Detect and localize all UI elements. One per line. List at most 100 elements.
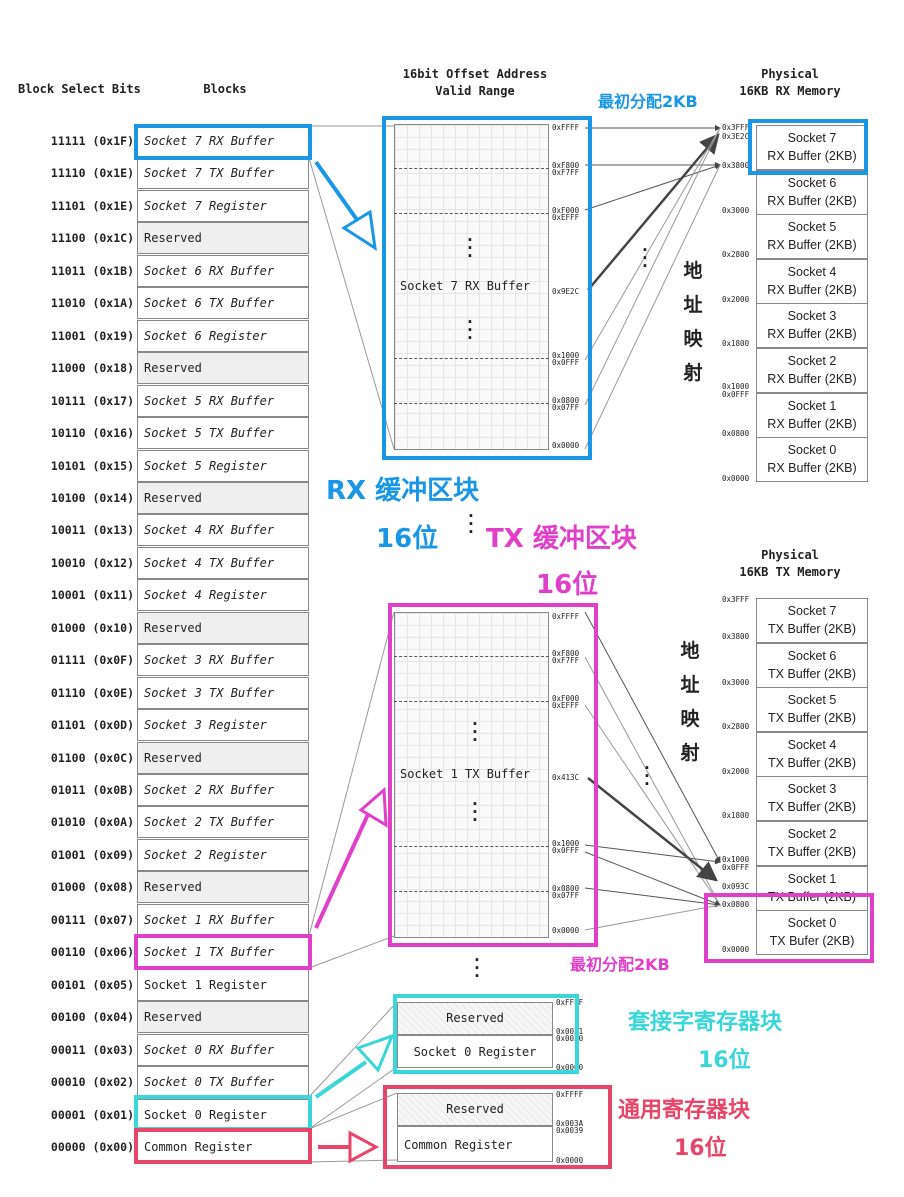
block-select-bits: 00101 (0x05) bbox=[50, 978, 134, 992]
block-cell: Socket 4 TX Buffer bbox=[137, 547, 309, 579]
tx_memory-block: Socket 2 TX Buffer (2KB) bbox=[756, 821, 868, 866]
block-cell: Socket 2 TX Buffer bbox=[137, 806, 309, 838]
block-select-bits: 11110 (0x1E) bbox=[50, 166, 134, 180]
block-cell: Socket 3 RX Buffer bbox=[137, 644, 309, 676]
rx-block-label: RX 缓冲区块 bbox=[326, 476, 480, 506]
common-reg-addr-0039: 0x0039 bbox=[556, 1126, 584, 1135]
tx_memory-block-line1: Socket 4 bbox=[787, 738, 837, 752]
mid-ellipsis-2: ··· bbox=[472, 950, 482, 985]
highlight-socket1-tx bbox=[134, 934, 312, 970]
block-cell: Socket 7 Register bbox=[137, 190, 309, 222]
block-cell: Socket 3 TX Buffer bbox=[137, 677, 309, 709]
block-cell: Reserved bbox=[137, 871, 309, 903]
rx_memory-address: 0x3000 bbox=[722, 206, 750, 215]
rx-offset-region bbox=[394, 124, 549, 450]
block-select-bits: 11010 (0x1A) bbox=[50, 296, 134, 310]
tx_memory-block-line1: Socket 2 bbox=[787, 827, 837, 841]
tx-addr-f7ff: 0xF7FF bbox=[552, 656, 580, 665]
rx-16bit-label: 16位 bbox=[376, 524, 439, 554]
tx-addr-0fff: 0x0FFF bbox=[552, 846, 580, 855]
block-select-bits: 00011 (0x03) bbox=[50, 1043, 134, 1057]
rx_memory-block-line2: RX Buffer (2KB) bbox=[767, 461, 857, 475]
socket-reg-reserved: Reserved bbox=[397, 1002, 553, 1035]
tx_memory-block-line1: Socket 6 bbox=[787, 649, 837, 663]
rx-addr-0000: 0x0000 bbox=[552, 441, 580, 450]
block-cell: Socket 7 RX Buffer bbox=[137, 125, 309, 157]
rx-addr-f800: 0xF800 bbox=[552, 161, 580, 170]
tx_memory-block-line1: Socket 5 bbox=[787, 693, 837, 707]
header-rx-physical-line2: 16KB RX Memory bbox=[739, 84, 841, 98]
rx_memory-block-line2: RX Buffer (2KB) bbox=[767, 238, 857, 252]
common-reg-reserved: Reserved bbox=[397, 1093, 553, 1126]
block-cell: Socket 1 Register bbox=[137, 969, 309, 1001]
highlight-tx-offset bbox=[388, 603, 598, 947]
tx-addr-pointer: 0x413C bbox=[552, 773, 580, 782]
block-cell: Socket 7 TX Buffer bbox=[137, 157, 309, 189]
common-reg-reserved-label: Reserved bbox=[446, 1102, 504, 1116]
block-select-bits: 11011 (0x1B) bbox=[50, 264, 134, 278]
rx-addr-0800: 0x0800 bbox=[552, 396, 580, 405]
tx_memory-block-line1: Socket 3 bbox=[787, 782, 837, 796]
rx-map-char-4: 射 bbox=[683, 362, 703, 384]
rx_memory-block-line1: Socket 5 bbox=[787, 220, 837, 234]
tx-divider-1000 bbox=[394, 846, 549, 847]
rx-map-char-3: 映 bbox=[683, 328, 703, 350]
tx-divider-f000 bbox=[394, 701, 549, 702]
tx_memory-block-line2: TX Buffer (2KB) bbox=[768, 845, 856, 859]
tx_memory-address: 0x3800 bbox=[722, 632, 750, 641]
tx-offset-label: Socket 1 TX Buffer bbox=[400, 767, 531, 781]
rx_memory-block-line2: RX Buffer (2KB) bbox=[767, 283, 857, 297]
rx-addr-f7ff: 0xF7FF bbox=[552, 168, 580, 177]
highlight-common-reg bbox=[134, 1128, 312, 1164]
block-cell: Reserved bbox=[137, 742, 309, 774]
tx-map-char-1: 地 bbox=[680, 640, 700, 662]
rx-map-ellipsis: ··· bbox=[640, 240, 650, 275]
block-cell: Socket 0 TX Buffer bbox=[137, 1066, 309, 1098]
tx_memory-block-line2: TX Buffer (2KB) bbox=[768, 667, 856, 681]
tx-addr-0800: 0x0800 bbox=[552, 884, 580, 893]
block-select-bits: 10111 (0x17) bbox=[50, 394, 134, 408]
block-cell: Socket 5 RX Buffer bbox=[137, 385, 309, 417]
block-cell: Socket 6 RX Buffer bbox=[137, 255, 309, 287]
socket-reg-register-label: Socket 0 Register bbox=[413, 1045, 537, 1059]
block-select-bits: 00100 (0x04) bbox=[50, 1010, 134, 1024]
rx_memory-block-line1: Socket 3 bbox=[787, 309, 837, 323]
rx_memory-block-line2: RX Buffer (2KB) bbox=[767, 327, 857, 341]
socket-reg-16bit-label: 16位 bbox=[698, 1048, 751, 1073]
rx_memory-block-line1: Socket 1 bbox=[787, 399, 837, 413]
block-select-bits: 11100 (0x1C) bbox=[50, 231, 134, 245]
block-select-bits: 10101 (0x15) bbox=[50, 459, 134, 473]
tx-16bit-label: 16位 bbox=[536, 570, 599, 600]
block-cell: Reserved bbox=[137, 482, 309, 514]
rx-map-char-1: 地 bbox=[683, 260, 703, 282]
rx_memory-block-line2: RX Buffer (2KB) bbox=[767, 417, 857, 431]
block-select-bits: 10010 (0x12) bbox=[50, 556, 134, 570]
highlight-socket0-reg bbox=[134, 1095, 312, 1131]
rx-addr-ffff: 0xFFFF bbox=[552, 123, 580, 132]
common-reg-addr-ffff: 0xFFFF bbox=[556, 1090, 584, 1099]
block-select-bits: 01001 (0x09) bbox=[50, 848, 134, 862]
tx-map-char-2: 址 bbox=[680, 674, 700, 696]
rx-addr-f000: 0xF000 bbox=[552, 206, 580, 215]
rx_memory-address: 0x3E2C bbox=[722, 132, 750, 141]
header-rx-physical-line1: Physical bbox=[761, 67, 819, 81]
highlight-rx-socket7 bbox=[748, 119, 868, 175]
block-cell: Socket 4 Register bbox=[137, 579, 309, 611]
tx_memory-block-line2: TX Buffer (2KB) bbox=[768, 711, 856, 725]
block-cell: Socket 6 Register bbox=[137, 320, 309, 352]
tx-addr-07ff: 0x07FF bbox=[552, 891, 580, 900]
tx_memory-block: Socket 5 TX Buffer (2KB) bbox=[756, 687, 868, 732]
common-reg-register-label: Common Register bbox=[404, 1138, 513, 1152]
tx_memory-address: 0x1800 bbox=[722, 811, 750, 820]
tx_memory-block-line2: TX Bufer (2KB) bbox=[769, 934, 855, 948]
block-cell: Socket 2 Register bbox=[137, 839, 309, 871]
tx-map-char-3: 映 bbox=[680, 708, 700, 730]
block-cell: Socket 5 TX Buffer bbox=[137, 417, 309, 449]
block-cell: Reserved bbox=[137, 612, 309, 644]
tx_memory-address: 0x0000 bbox=[722, 945, 750, 954]
tx-addr-f000: 0xF000 bbox=[552, 694, 580, 703]
rx_memory-block-line2: RX Buffer (2KB) bbox=[767, 149, 857, 163]
rx_memory-address: 0x3800 bbox=[722, 161, 750, 170]
